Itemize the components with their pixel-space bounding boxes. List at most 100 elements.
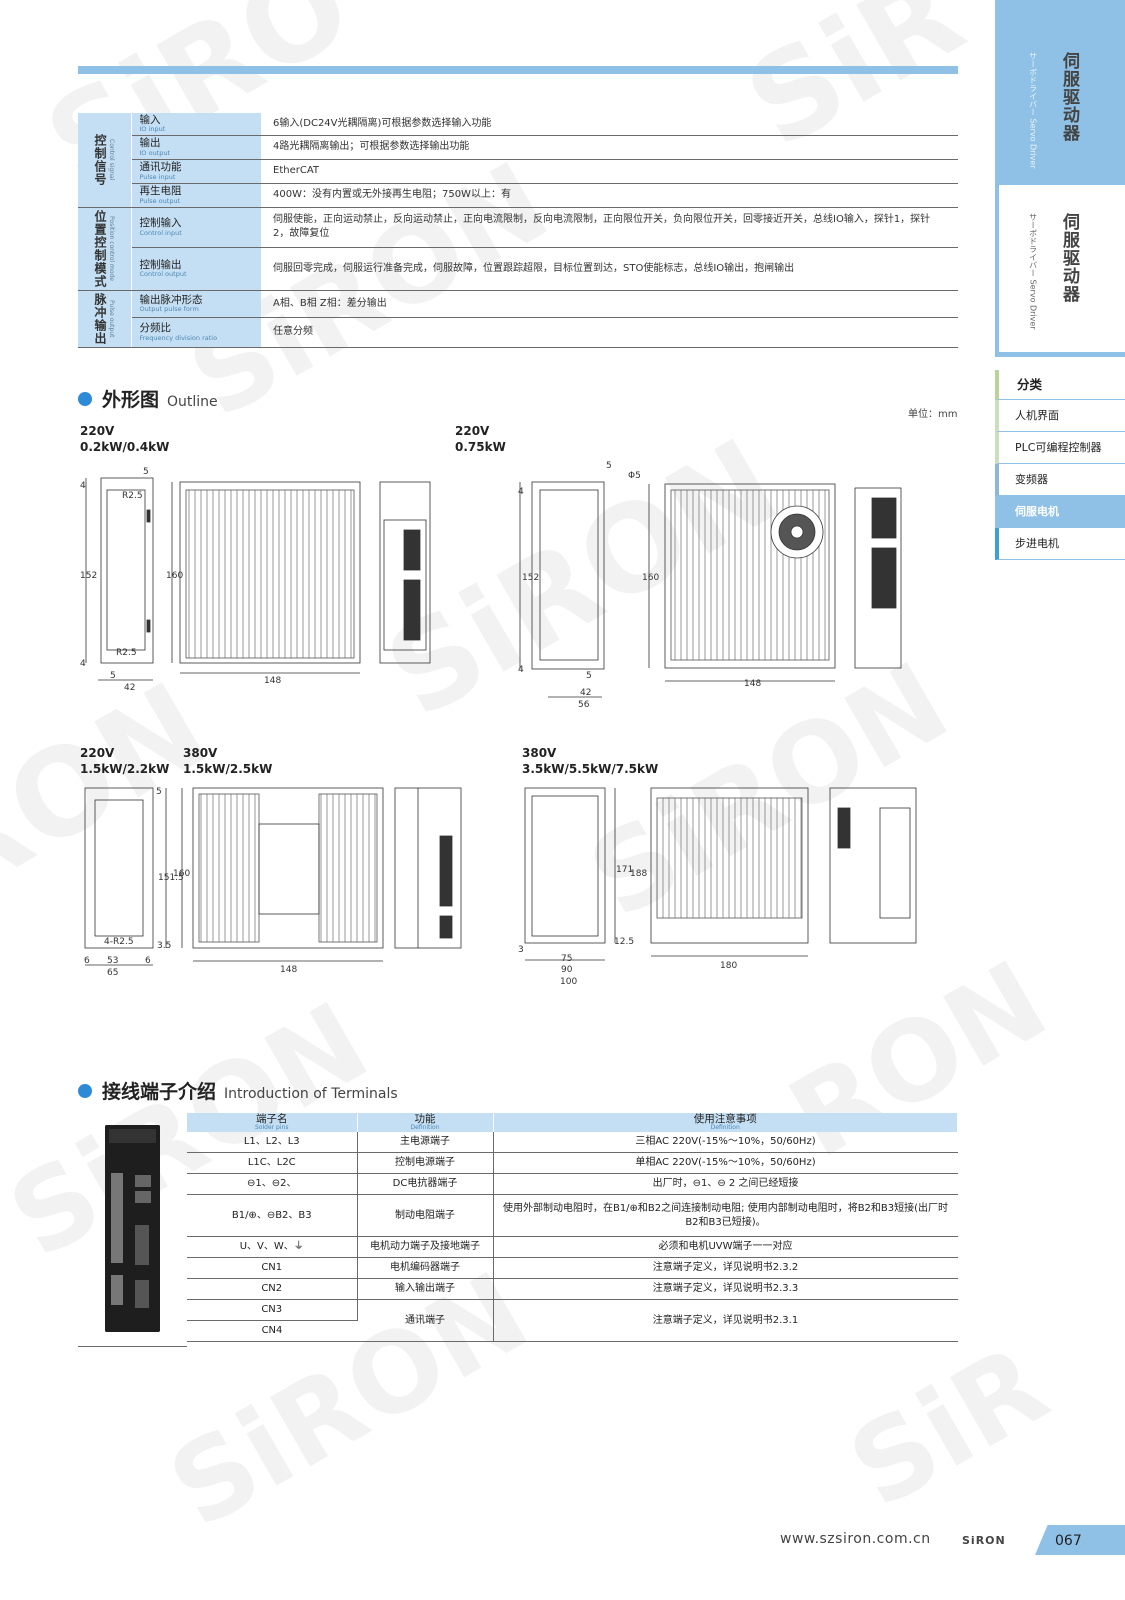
dim-label: 5 [110,671,116,681]
header-label-en: Definition [710,1123,740,1131]
spec-item-label: 分频比 [139,322,172,335]
dim-label: 148 [264,676,281,686]
category-item-hmi[interactable]: 人机界面 [995,400,1125,432]
dim-label: 4 [80,481,86,491]
model-power: 0.75kW [455,440,506,455]
dim-label: 4 [518,665,524,675]
spec-item-label-en: Pulse output [139,196,181,205]
dim-label: 3 [518,945,524,955]
terminal-function: 电机动力端子及接地端子 [357,1236,494,1258]
table-row: 控制信号 Control signal 输入 IO input 6输入(DC24… [78,113,958,208]
dim-label: 53 [107,956,118,966]
model-voltage: 380V [522,746,557,760]
terminal-note: 使用外部制动电阻时，在B1/⊕和B2之间连接制动电阻; 使用内部制动电阻时，将B… [493,1194,958,1237]
spec-item-label: 控制输出 [139,258,182,271]
spec-group-label: 控制信号 [93,133,108,186]
terminal-name: L1、L2、L3 [187,1131,358,1153]
spec-item-label: 再生电阻 [139,184,182,197]
spec-value: A相、B相 Z相：差分输出 [261,290,958,319]
outline-drawing-1 [85,477,431,681]
sidebar-tab-servo-driver[interactable] [995,0,1125,185]
spec-item-label-en: IO output [139,148,171,157]
terminal-name: CN1 [187,1257,358,1279]
terminal-function: 制动电阻端子 [357,1194,494,1237]
terminal-name: B1/⊕、⊖B2、B3 [187,1194,358,1237]
table-row: ⊖1、⊖2、 DC电抗器端子 出厂时，⊖1、⊖ 2 之间已经短接 [187,1173,958,1195]
terminal-name: CN4 [187,1320,357,1342]
terminal-note: 必须和电机UVW端子一一对应 [493,1236,958,1258]
column-header: 使用注意事项 Definition [493,1113,958,1132]
terminal-note: 单相AC 220V(-15%～10%，50/60Hz) [493,1152,958,1174]
dim-label: 12.5 [614,937,634,947]
spec-item-cell: 通讯功能 Pulse input [130,159,261,184]
model-power: 0.2kW/0.4kW [80,440,170,455]
category-nav: 分类 人机界面 PLC可编程控制器 变频器 伺服电机 步进电机 [995,370,1125,560]
terminal-function: 通讯端子 [357,1299,494,1342]
terminal-note: 注意端子定义，详见说明书2.3.2 [493,1257,958,1279]
category-item-servo-motor[interactable]: 伺服电机 [995,496,1125,528]
dim-label: 6 [145,956,151,966]
header-label: 使用注意事项 [693,1113,757,1125]
bullet-dot-icon [78,391,92,406]
dim-label: 5 [586,671,592,681]
table-row: 通讯功能 Pulse input EtherCAT [78,159,958,184]
terminals-title: 接线端子介绍 [102,1081,217,1103]
sidebar-tab-subtitle: サーボドライバー Servo Driver [1028,213,1038,330]
column-header: 功能 Definition [357,1113,494,1132]
spec-value: 6输入(DC24V光耦隔离)可根据参数选择输入功能 [261,113,958,136]
model-label: 380V 3.5kW/5.5kW/7.5kW [522,745,658,777]
spec-item-label: 通讯功能 [139,160,182,173]
dim-label: 4-R2.5 [104,937,134,947]
spec-value: 伺服回零完成，伺服运行准备完成，伺服故障，位置跟踪超限，目标位置到达，STO使能… [261,247,958,291]
category-item-inverter[interactable]: 变频器 [995,464,1125,496]
spec-value: 400W：没有内置或无外接再生电阻；750W以上：有 [261,183,958,208]
spec-value: EtherCAT [261,159,958,184]
terminals-title-en: Introduction of Terminals [224,1086,398,1102]
model-label: 220V 0.75kW [455,423,506,455]
terminal-function: 控制电源端子 [357,1152,494,1174]
spec-group-cell: 控制信号 Control signal [78,113,132,208]
spec-item-label: 输入 [139,113,161,126]
terminal-function: DC电抗器端子 [357,1173,494,1195]
category-item-plc[interactable]: PLC可编程控制器 [995,432,1125,464]
terminal-note: 三相AC 220V(-15%～10%，50/60Hz) [493,1131,958,1153]
dim-label: 42 [124,683,135,693]
table-row: L1C、L2C 控制电源端子 单相AC 220V(-15%～10%，50/60H… [187,1152,958,1174]
page-number: 067 [1055,1533,1082,1549]
model-power: 1.5kW/2.5kW [183,762,273,777]
header-label-en: Solder pins [255,1123,289,1131]
spec-group-cell: 脉冲输出 Pulse output [78,290,132,348]
spec-value: 伺服使能，正向运动禁止，反向运动禁止，正向电流限制，反向电流限制，正向限位开关，… [261,207,958,249]
spec-item-cell: 分频比 Frequency division ratio [130,317,261,348]
dim-label: R2.5 [122,491,143,501]
spec-group-cell: 位置控制模式 Position control mode [78,207,132,291]
dim-label: 42 [580,688,591,698]
sidebar-tab-subtitle: サーボドライバー Servo Driver [1028,52,1038,169]
header-label: 端子名 [256,1113,288,1125]
dim-label: 148 [280,965,297,975]
outline-title: 外形图 [102,389,160,411]
category-item-stepper-motor[interactable]: 步进电机 [995,528,1125,560]
sidebar-tab-servo-driver-alt[interactable] [995,185,1125,357]
model-voltage: 380V [183,746,218,760]
spec-item-label-en: Output pulse form [139,305,199,314]
terminal-name: L1C、L2C [187,1152,358,1174]
spec-item-cell: 输出脉冲形态 Output pulse form [130,290,261,319]
terminal-name: CN3 [187,1299,358,1321]
dim-label: 180 [720,961,737,971]
footer-logo: SiRON [962,1534,1006,1547]
table-header-row: 端子名 Solder pins 功能 Definition 使用注意事项 Def… [187,1113,958,1132]
spec-item-cell: 控制输出 Control output [130,247,261,291]
table-row: 分频比 Frequency division ratio 任意分频 [78,317,958,348]
divider [78,1346,187,1347]
outline-dims-2: 5 Φ5 4 152 4 5 42 56 160 148 [518,461,761,710]
table-row: 控制输出 Control output 伺服回零完成，伺服运行准备完成，伺服故障… [78,247,958,291]
dim-label: 160 [642,573,659,583]
dim-label: 100 [560,977,577,987]
model-voltage: 220V [80,424,115,438]
table-row: L1、L2、L3 主电源端子 三相AC 220V(-15%～10%，50/60H… [187,1131,958,1153]
dim-label: 6 [84,956,90,966]
dim-label: 4 [518,487,524,497]
footer-url[interactable]: www.szsiron.com.cn [780,1531,931,1547]
spec-item-cell: 输入 IO input [130,113,261,136]
